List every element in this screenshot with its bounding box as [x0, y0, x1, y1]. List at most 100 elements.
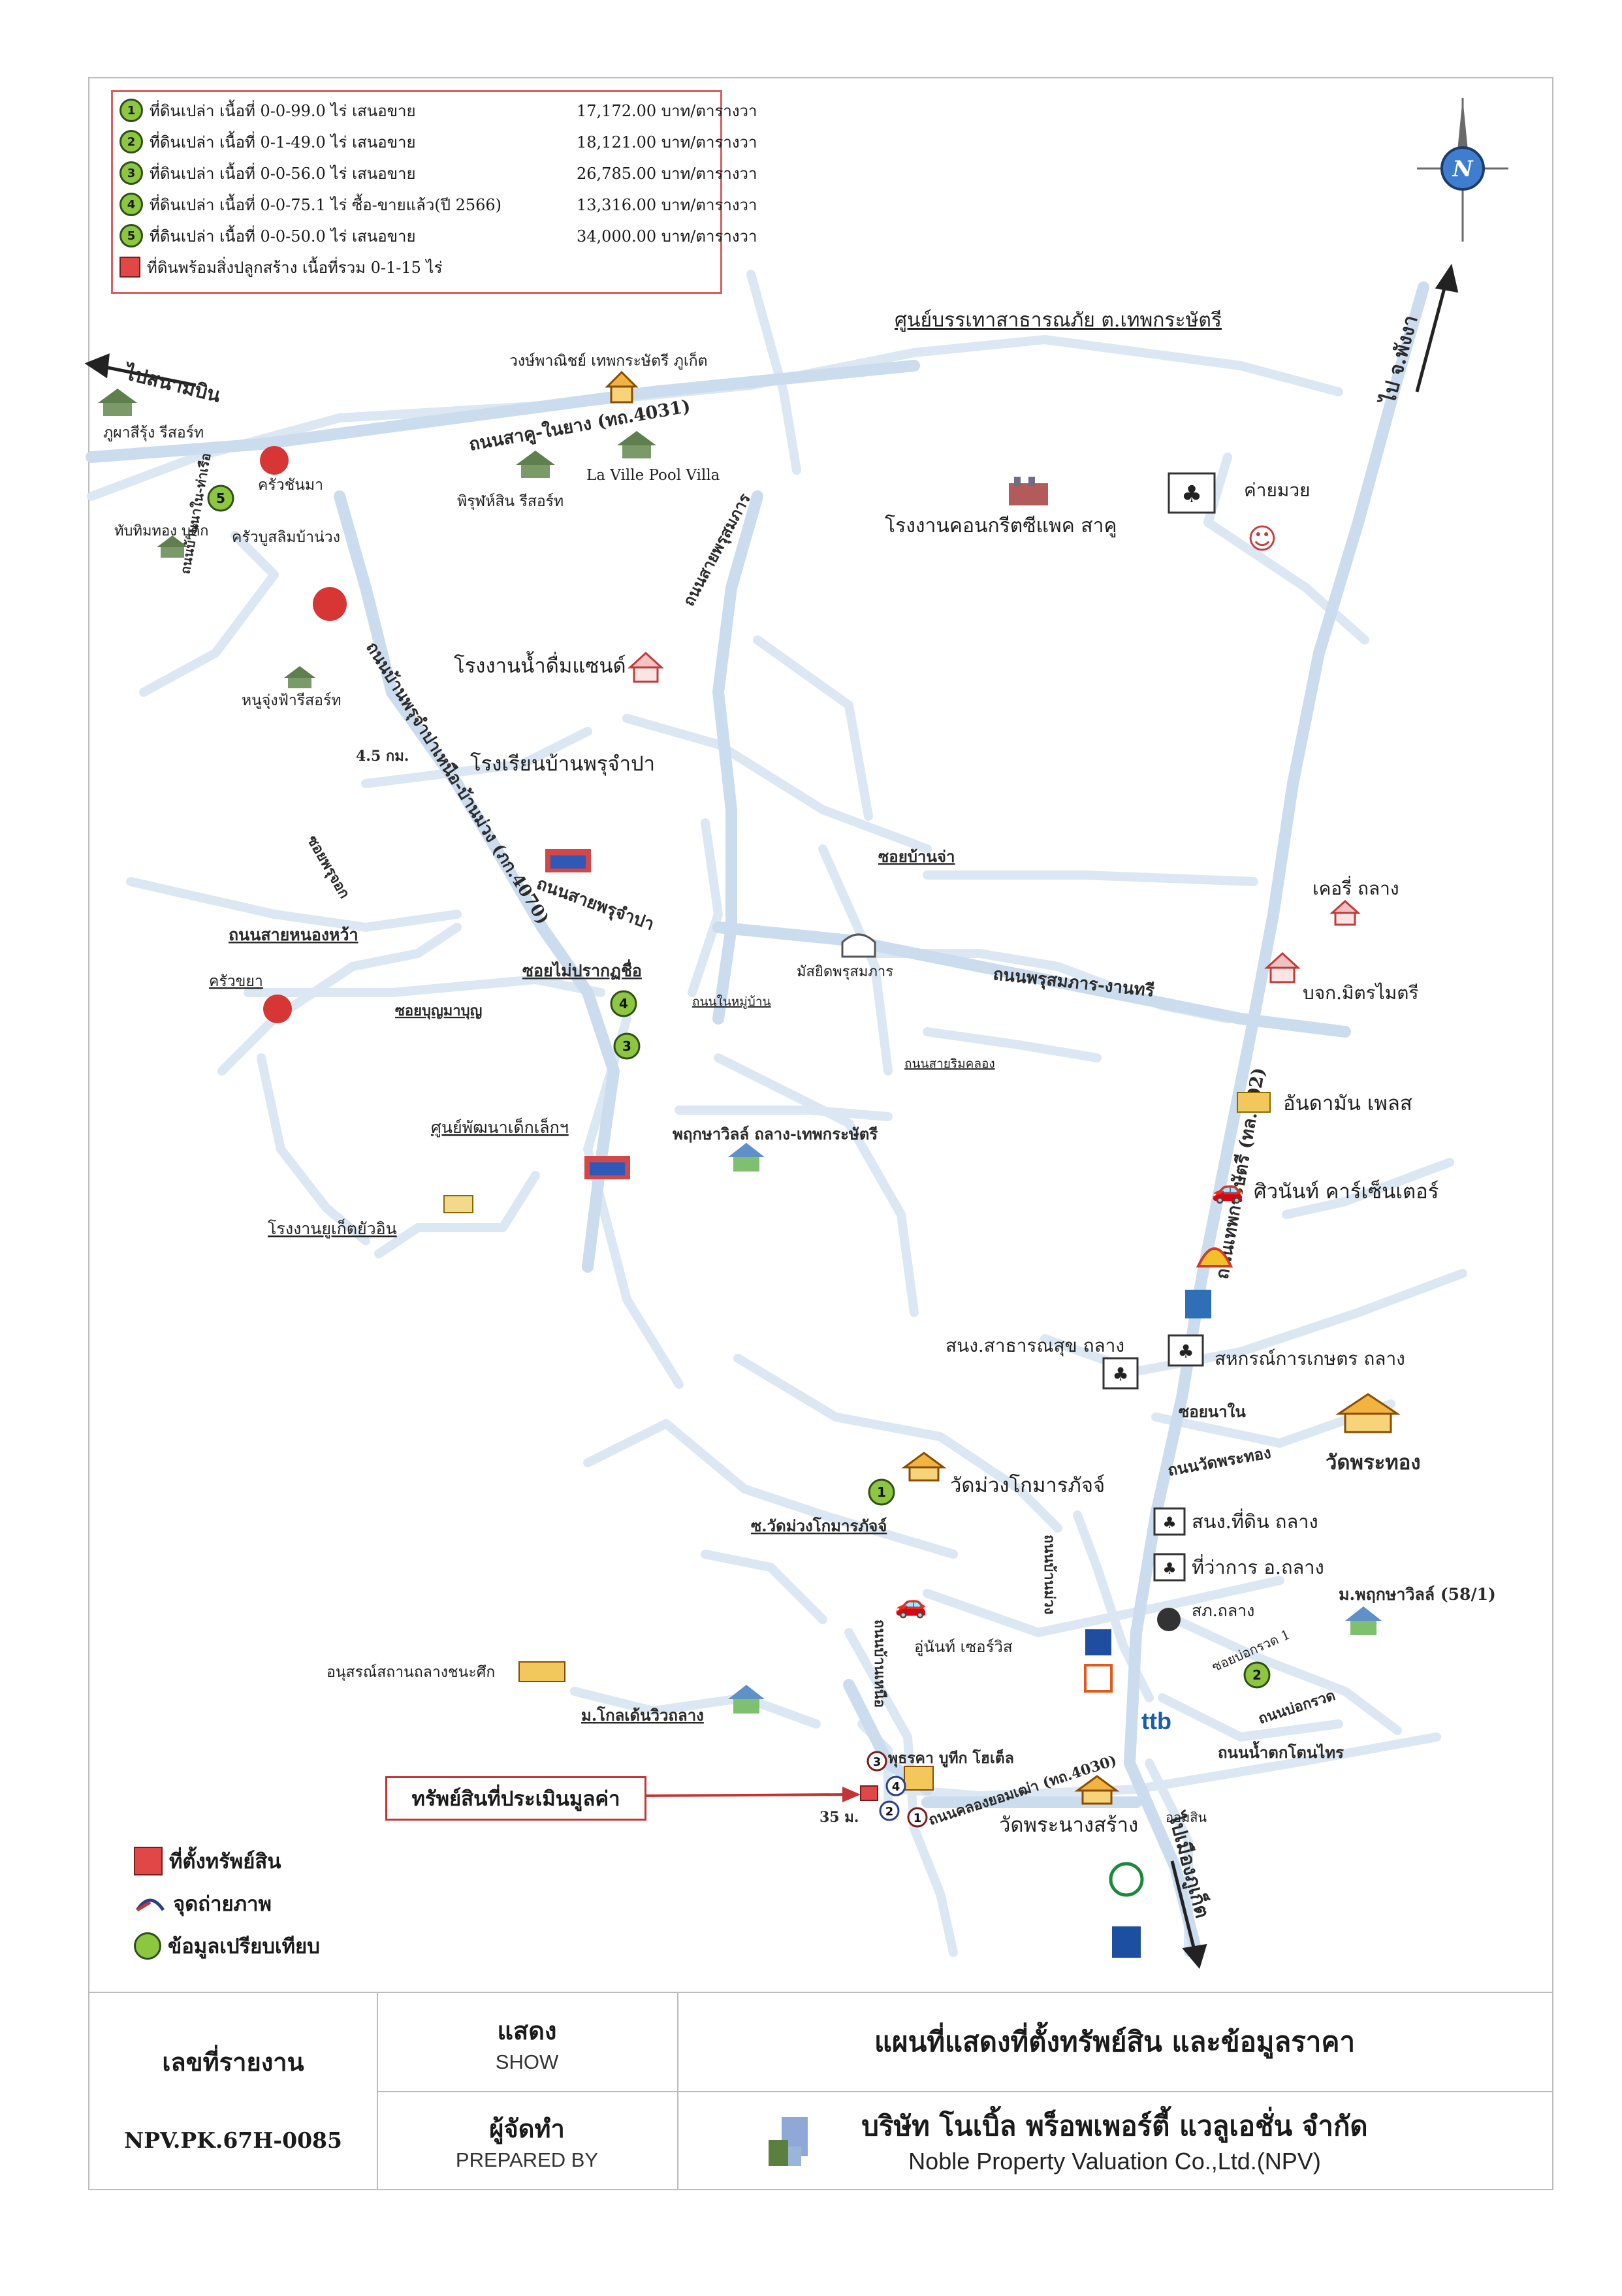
- house-icon: [605, 370, 639, 404]
- label-khrua-yai: ครัวขยา: [209, 973, 263, 990]
- house-icon: [1264, 951, 1301, 983]
- label-rubber: โรงงานยูเก็ตยัวอิน: [268, 1219, 397, 1239]
- house-icon: [628, 651, 664, 683]
- label-ompun: ออมสิน: [1166, 1810, 1207, 1825]
- label-village-thalang: ม.โกลเด้นวิวถลาง: [581, 1706, 704, 1725]
- label-car-center: ศิวนันท์ คาร์เซ็นเตอร์: [1254, 1179, 1439, 1204]
- legend-building: ที่ดินพร้อมสิ่งปลูกสร้าง เนื้อที่รวม 0-1…: [147, 258, 443, 277]
- road-nam-tok-ton-sai: ถนนน้ำตกโตนไทร: [1218, 1740, 1344, 1762]
- comparable-swatch: [134, 1932, 161, 1960]
- legend-price: 13,316.00 บาท/ตารางวา: [577, 195, 757, 214]
- legend-row: 5 ที่ดินเปล่า เนื้อที่ 0-0-50.0 ไร่ เสนอ…: [119, 223, 757, 249]
- report-no-label-cell: เลขที่รายงาน: [89, 1993, 377, 2091]
- label-wat-phra-thong: วัดพระทอง: [1326, 1451, 1420, 1475]
- label-child-center: ศูนย์พัฒนาเด็กเล็กฯ: [431, 1117, 569, 1138]
- key-property-label: ที่ตั้งทรัพย์สิน: [169, 1850, 281, 1873]
- north-label: N: [1452, 156, 1474, 182]
- govt-emblem-icon: ♣: [1153, 1507, 1186, 1536]
- resort-icon: [516, 451, 555, 478]
- comparable-5: 5: [207, 485, 234, 512]
- company-cell: บริษัท โนเบิ้ล พร็อพเพอร์ตี้ แวลูเอชั่น …: [677, 2091, 1552, 2189]
- label-wat-phra-nang: วัดพระนางสร้าง: [999, 1813, 1138, 1837]
- label-dist-45: 4.5 กม.: [356, 748, 409, 765]
- legend-badge: 1: [119, 99, 143, 122]
- car-icon: 🚗: [895, 1589, 927, 1619]
- road-ban-nua: ถนนบ้านเหนือ: [871, 1619, 888, 1708]
- legend-row: 1 ที่ดินเปล่า เนื้อที่ 0-0-99.0 ไร่ เสนอ…: [119, 97, 757, 123]
- legend-desc: ที่ดินเปล่า เนื้อที่ 0-0-99.0 ไร่ เสนอขา…: [150, 101, 416, 120]
- property-swatch: [134, 1847, 163, 1875]
- comparable-1: 1: [868, 1478, 895, 1506]
- label-khrua-chan-ma: ครัวชันมา: [258, 477, 323, 494]
- govt-emblem-icon: ♣: [1153, 1553, 1186, 1582]
- report-no: NPV.PK.67H-0085: [124, 2127, 342, 2153]
- label-nongfa: หนูจุ่งฟ้ารีสอร์ท: [242, 692, 342, 709]
- shell-logo: [1196, 1247, 1233, 1268]
- to-airport-label: ไปสนามบิน: [121, 360, 223, 407]
- prepared-cell: ผู้จัดทำ PREPARED BY: [377, 2091, 677, 2189]
- road-ban-muang: ถนนบ้านม่วง: [1041, 1535, 1058, 1614]
- resort-icon: [157, 535, 188, 558]
- legend-price: 17,172.00 บาท/ตารางวา: [577, 101, 757, 120]
- subject-property-marker: [860, 1785, 878, 1801]
- govt-emblem-icon: ♣: [1168, 472, 1216, 514]
- key-comparable: ข้อมูลเปรียบเทียบ: [134, 1930, 320, 1962]
- photo-point-3: 3: [867, 1751, 887, 1772]
- legend-desc: ที่ดินเปล่า เนื้อที่ 0-1-49.0 ไร่ เสนอขา…: [150, 133, 416, 151]
- bank-icon: [1085, 1629, 1111, 1655]
- label-phruksa: พฤกษาวิลล์ ถลาง-เทพกระษัตรี: [673, 1124, 878, 1143]
- legend-price: 18,121.00 บาท/ตารางวา: [577, 133, 757, 151]
- building-swatch: [119, 257, 140, 278]
- label-wat-muang: วัดม่วงโกมารภัจจ์: [950, 1474, 1105, 1497]
- title-block: เลขที่รายงาน NPV.PK.67H-0085 แสดง SHOW ผ…: [88, 1992, 1553, 2190]
- label-la-ville: La Ville Pool Villa: [586, 467, 720, 484]
- label-disaster-center: ศูนย์บรรเทาสาธารณภัย ต.เทพกระษัตรี: [895, 309, 1222, 332]
- house-icon: [1329, 899, 1361, 926]
- show-cell: แสดง SHOW: [377, 1993, 677, 2091]
- govt-emblem-icon: ♣: [1168, 1334, 1204, 1367]
- legend-badge: 4: [119, 193, 143, 216]
- comparable-3: 3: [613, 1032, 641, 1060]
- minor-roads: [87, 270, 1467, 1957]
- police-icon: [1157, 1608, 1181, 1631]
- hotel-icon: [904, 1766, 934, 1791]
- school-icon: [584, 1156, 630, 1179]
- label-land-office: สนง.ที่ดิน ถลาง: [1192, 1508, 1318, 1533]
- village-icon: [1345, 1606, 1382, 1635]
- svg-text:5: 5: [216, 490, 225, 506]
- label-car-service: อู่นันท์ เซอร์วิส: [914, 1638, 1013, 1657]
- company-logo: [769, 2117, 808, 2166]
- svg-text:3: 3: [873, 1755, 882, 1769]
- svg-text:1: 1: [877, 1484, 886, 1500]
- svg-text:♣: ♣: [1162, 1559, 1177, 1578]
- factory-icon: [443, 1195, 473, 1213]
- label-commercial: วงษ์พาณิชย์ เทพกระษัตรี ภูเก็ต: [509, 351, 708, 370]
- school-icon: [545, 849, 591, 872]
- key-property: ที่ตั้งทรัพย์สิน: [134, 1845, 281, 1877]
- map-canvas: N ไปสนามบิน ไป จ.พังงา ไปเมืองภูเก็ต ถนน…: [84, 98, 1508, 1969]
- legend-desc: ที่ดินเปล่า เนื้อที่ 0-0-56.0 ไร่ เสนอขา…: [150, 164, 416, 183]
- monument-icon: [518, 1661, 565, 1682]
- svg-text:♣: ♣: [1181, 481, 1202, 508]
- svg-text:4: 4: [892, 1780, 900, 1794]
- temple-icon: [901, 1452, 947, 1482]
- label-hotel: พุธรคา บูทีก โฮเต็ล: [888, 1748, 1014, 1768]
- resort-icon: [284, 666, 315, 688]
- label-dist-35: 35 ม.: [819, 1809, 859, 1826]
- road-soi-bun-ma-bun: ซอยบุญมาบุญ: [395, 1002, 482, 1020]
- svg-text:3: 3: [622, 1038, 631, 1054]
- label-district-office: ที่ว่าการ อ.ถลาง: [1192, 1554, 1324, 1578]
- govt-emblem-icon: ♣: [1102, 1357, 1139, 1390]
- photo-points: 3 4 2 1: [867, 1751, 928, 1828]
- legend-row: 4 ที่ดินเปล่า เนื้อที่ 0-0-75.1 ไร่ ซื้อ…: [119, 191, 757, 217]
- subject-callout: ทรัพย์สินที่ประเมินมูลค่า: [385, 1776, 646, 1821]
- svg-text:♣: ♣: [1162, 1514, 1177, 1532]
- company-th: บริษัท โนเบิ้ล พร็อพเพอร์ตี้ แวลูเอชั่น …: [861, 2110, 1368, 2142]
- condo-icon: [1237, 1092, 1271, 1113]
- svg-text:2: 2: [1252, 1667, 1262, 1683]
- direction-arrows: [84, 263, 1459, 1969]
- report-no-cell: NPV.PK.67H-0085: [89, 2091, 377, 2189]
- bangkok-bank-icon: [1112, 1926, 1141, 1958]
- mosque-icon: [841, 933, 876, 958]
- factory-icon: [1009, 477, 1048, 505]
